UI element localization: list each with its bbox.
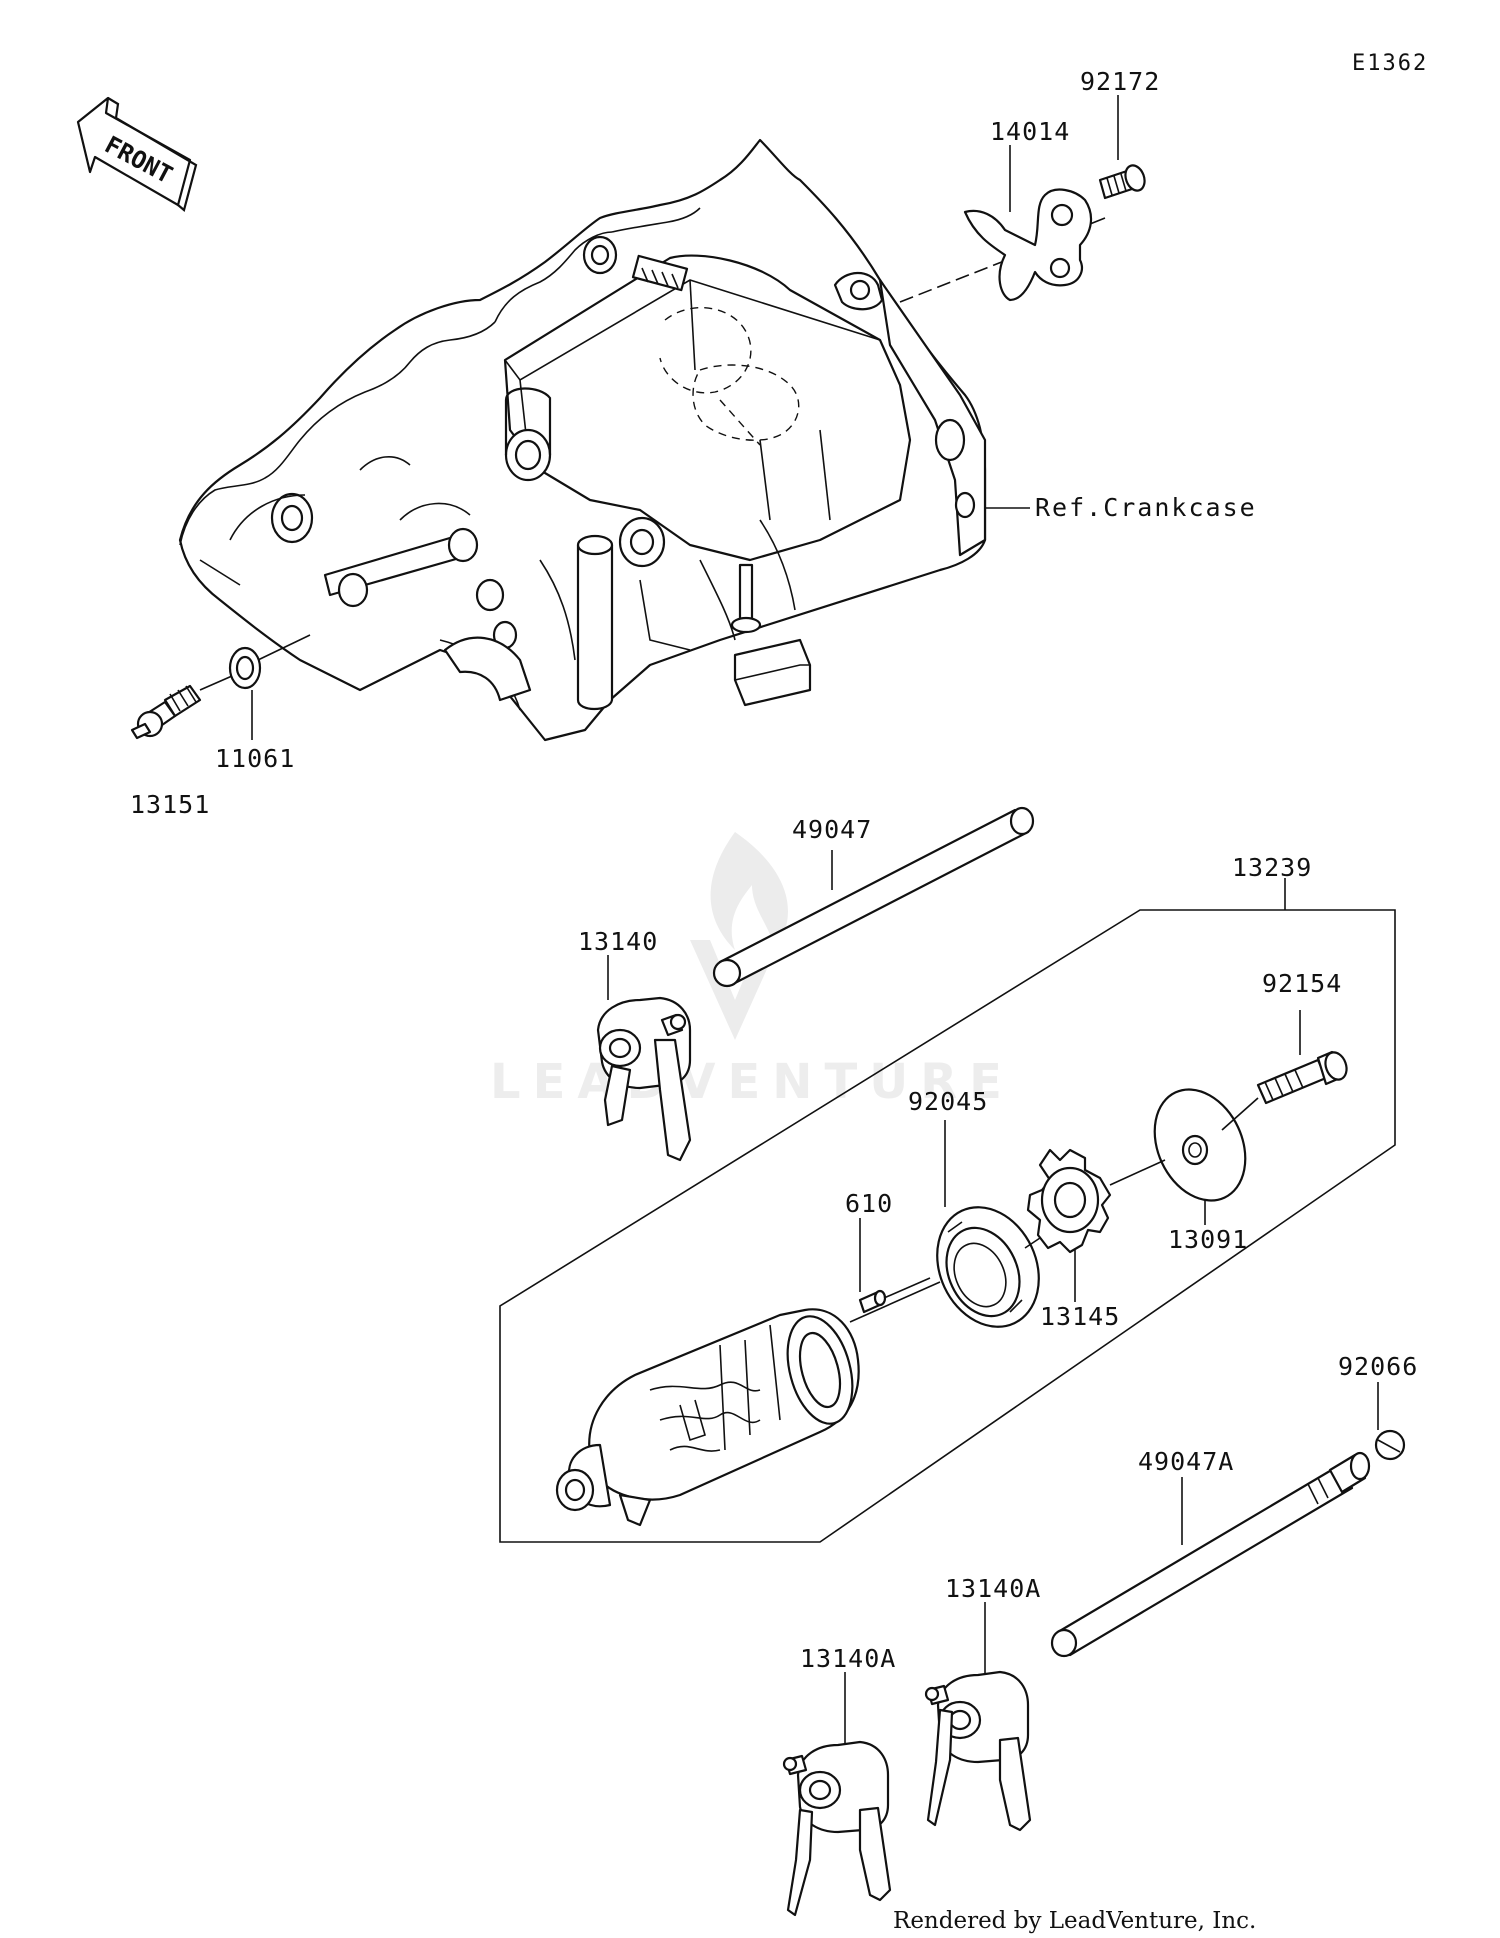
assembly-group-outline-13239 (499, 909, 1396, 1543)
crankcase-boss (504, 387, 552, 482)
diagram-code: E1362 (1352, 51, 1428, 76)
assembly-line (849, 1281, 941, 1323)
part-shift-drum (555, 1308, 860, 1527)
assembly-line (1221, 1097, 1259, 1131)
part-number-label[interactable]: 13239 (1232, 853, 1312, 882)
footer-credit: Rendered by LeadVenture, Inc. (893, 1908, 1256, 1934)
assembly-line (257, 634, 311, 661)
part-610-pin (858, 1289, 887, 1314)
part-49047-shaft (712, 806, 1035, 988)
part-13145-pin-plate (1026, 1148, 1112, 1254)
crankcase-reference-label: Ref.Crankcase (1035, 493, 1257, 522)
part-13140A-fork-lower (782, 1740, 892, 1917)
part-number-label[interactable]: 92172 (1080, 67, 1160, 96)
part-number-label[interactable]: 92154 (1262, 969, 1342, 998)
crankcase-reference-drawing (178, 138, 987, 742)
part-number-label[interactable]: 92045 (908, 1087, 988, 1116)
part-92172-screw (1098, 164, 1146, 200)
part-number-label[interactable]: 13140 (578, 927, 658, 956)
part-92066-plug (1374, 1429, 1406, 1461)
assembly-line (1024, 1237, 1041, 1249)
part-number-label[interactable]: 49047A (1138, 1447, 1234, 1476)
assembly-line (1109, 1159, 1166, 1186)
crankcase-boss (618, 516, 666, 568)
part-14014-plate (963, 188, 1093, 302)
part-13140-fork (596, 996, 692, 1162)
watermark: LEADVENTURE (490, 832, 1014, 1110)
part-number-label[interactable]: 49047 (792, 815, 872, 844)
part-number-label[interactable]: 13151 (130, 790, 210, 819)
part-number-label[interactable]: 92066 (1338, 1352, 1418, 1381)
part-13091-plate (1153, 1088, 1247, 1202)
part-49047A-shaft (1050, 1451, 1371, 1658)
part-number-label[interactable]: 13140A (800, 1644, 896, 1673)
part-92045-bearing (936, 1206, 1040, 1328)
part-number-label[interactable]: 13091 (1168, 1225, 1248, 1254)
crankcase-boss (270, 492, 314, 544)
part-11061-washer (228, 646, 262, 690)
assembly-line (199, 675, 233, 691)
part-13140A-fork-upper (924, 1670, 1032, 1832)
part-number-label[interactable]: 14014 (990, 117, 1070, 146)
leader-lines (251, 95, 1379, 1745)
crankcase-boss (582, 235, 618, 275)
part-92154-bolt (1256, 1050, 1348, 1105)
part-13151-switch (130, 684, 202, 740)
part-number-label[interactable]: 11061 (215, 744, 295, 773)
front-arrow-icon: FRONT (76, 96, 198, 212)
watermark-brand-text: LEADVENTURE (490, 1054, 1014, 1110)
assembly-line (883, 1277, 931, 1299)
part-number-label[interactable]: 13140A (945, 1574, 1041, 1603)
part-number-label[interactable]: 610 (845, 1189, 893, 1218)
part-number-label[interactable]: 13145 (1040, 1302, 1120, 1331)
